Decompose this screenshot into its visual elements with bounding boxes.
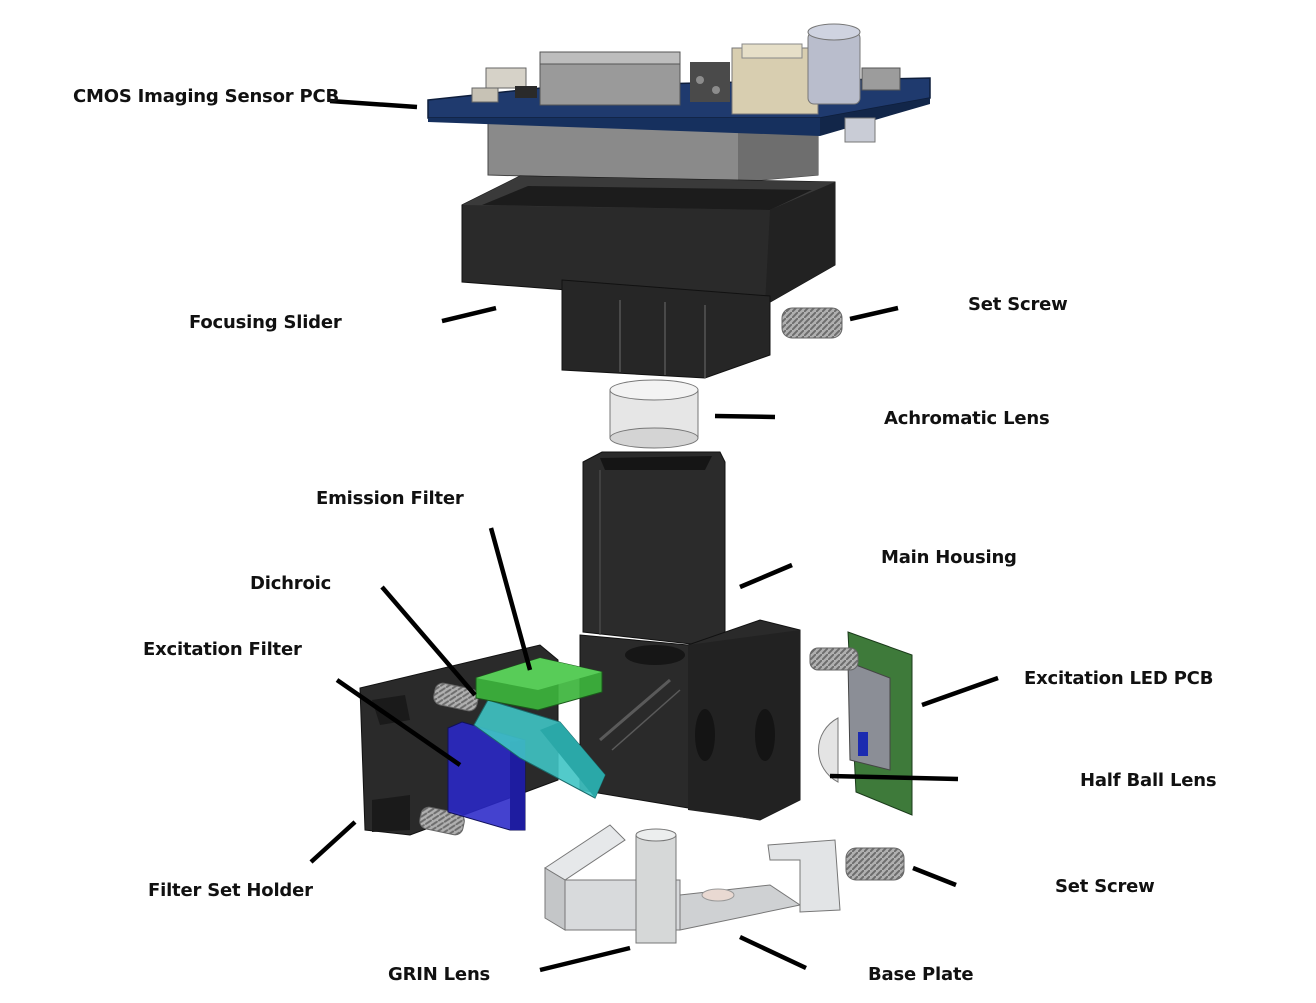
cmos-pcb-part [427,23,931,183]
leader-excitation-led-pcb [921,675,999,708]
excitation-filter-part [447,721,526,831]
label-achromatic-lens: Achromatic Lens [884,408,1050,429]
label-excitation-filter: Excitation Filter [143,639,302,660]
label-set-screw-bottom: Set Screw [1055,876,1155,897]
leader-emission-filter [488,527,533,671]
base-plate-part [544,824,905,944]
leader-base-plate [739,934,807,971]
set-screw-top-part [781,307,843,339]
leader-set-screw-bottom [912,865,957,888]
label-half-ball-lens: Half Ball Lens [1080,770,1217,791]
half-ball-lens-part [817,717,839,783]
leader-half-ball-lens [829,773,959,782]
leader-focusing-slider [441,305,497,324]
leader-filter-set-holder [309,820,357,864]
leader-excitation-filter [335,678,462,767]
label-base-plate: Base Plate [868,964,974,985]
focusing-slider-part [461,175,836,379]
label-dichroic: Dichroic [250,573,332,594]
label-filter-set-holder: Filter Set Holder [148,880,313,901]
label-grin-lens: GRIN Lens [388,964,491,985]
leader-main-housing [739,562,793,590]
label-cmos-pcb: CMOS Imaging Sensor PCB [73,86,340,107]
leader-set-screw-top [849,305,899,322]
label-focusing-slider: Focusing Slider [189,312,342,333]
label-emission-filter: Emission Filter [316,488,464,509]
emission-filter-part [475,657,603,711]
leader-dichroic [380,585,477,697]
leader-cmos-pcb [329,98,418,110]
leader-grin-lens [539,945,631,973]
main-housing-part [579,451,801,821]
filter-holder-screws [419,682,479,836]
leader-achromatic-lens [714,413,776,420]
label-excitation-led-pcb: Excitation LED PCB [1024,668,1214,689]
label-main-housing: Main Housing [881,547,1017,568]
leader-lines [309,98,999,973]
excitation-led-pcb-part [809,631,913,816]
label-set-screw-top: Set Screw [968,294,1068,315]
achromatic-lens-part [609,379,699,449]
